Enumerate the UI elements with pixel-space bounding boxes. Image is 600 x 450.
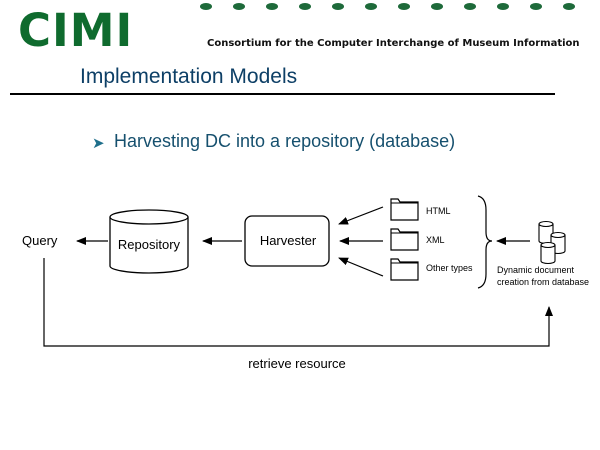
- xml-folder-icon: [390, 228, 419, 251]
- harvester-label: Harvester: [260, 233, 317, 248]
- retrieve-resource-label: retrieve resource: [248, 356, 346, 371]
- query-label: Query: [22, 233, 58, 248]
- dot-decoration: [332, 3, 344, 10]
- dot-decoration: [431, 3, 443, 10]
- doc-type-label: Other types: [426, 263, 473, 273]
- dot-decoration: [530, 3, 542, 10]
- consortium-name: Consortium for the Computer Interchange …: [207, 38, 580, 49]
- other-types-folder-icon: [390, 258, 419, 281]
- database-icon: [538, 220, 566, 265]
- arrow-bullet-icon: ➤: [92, 135, 105, 152]
- dot-decoration: [398, 3, 410, 10]
- grouping-brace: [477, 195, 493, 289]
- repository-database-icon: [109, 209, 189, 274]
- dot-decoration: [200, 3, 212, 10]
- dot-decoration: [365, 3, 377, 10]
- dot-decoration: [299, 3, 311, 10]
- slide-title: Implementation Models: [80, 65, 298, 88]
- cimi-logo: CIMI: [18, 4, 134, 57]
- title-divider: [10, 93, 555, 95]
- arrow-other-to-harvester: [338, 257, 384, 277]
- dot-decoration: [266, 3, 278, 10]
- dynamic-doc-label-line2: creation from database: [497, 277, 589, 287]
- arrow-html-to-harvester: [338, 206, 384, 225]
- dot-decoration: [497, 3, 509, 10]
- dot-decoration: [233, 3, 245, 10]
- doc-type-label: HTML: [426, 206, 451, 216]
- html-folder-icon: [390, 198, 419, 221]
- harvester-box: [244, 215, 330, 267]
- retrieve-resource-arrow: [43, 258, 553, 347]
- doc-type-label: XML: [426, 235, 445, 245]
- bullet-text: Harvesting DC into a repository (databas…: [114, 131, 456, 151]
- dot-decoration: [464, 3, 476, 10]
- dot-decoration: [563, 3, 575, 10]
- repository-label: Repository: [118, 237, 181, 252]
- dynamic-doc-label-line1: Dynamic document: [497, 265, 575, 275]
